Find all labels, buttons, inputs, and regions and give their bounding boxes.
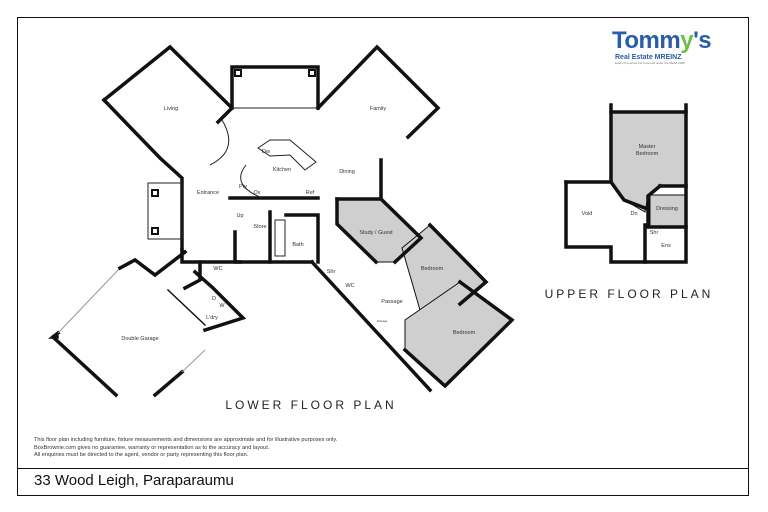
upper-floor-title: UPPER FLOOR PLAN — [545, 287, 714, 301]
room-label-fridge: Ref — [306, 190, 315, 196]
room-label-study-guest: Study / Guest — [359, 230, 393, 236]
agency-logo: Tommy's Real Estate MREINZ Equin Propert… — [612, 28, 742, 74]
room-label-kitchen: Kitchen — [273, 167, 291, 173]
room-label-master-bedroom: Bedroom — [636, 151, 659, 157]
page-frame — [17, 17, 749, 496]
room-label-dining: Dining — [339, 169, 355, 175]
upper-room-labels: Master Bedroom Void Dn Dressing Shr Ens — [582, 144, 678, 249]
lower-room-labels: Living Family Kitchen Dining Dw Entrance… — [121, 106, 475, 342]
property-address: 33 Wood Leigh, Paraparaumu — [34, 472, 234, 489]
room-label-oven: Ov — [253, 190, 260, 196]
logo-tagline: Real Estate MREINZ — [615, 54, 682, 61]
room-label-stairs-up: Up — [236, 213, 243, 219]
room-label-master: Master — [639, 144, 656, 150]
room-label-upper-shower: Shr — [650, 230, 659, 236]
room-label-laundry: L'dry — [206, 315, 218, 321]
footer-divider — [17, 468, 749, 469]
room-label-wc-2: WC — [345, 283, 354, 289]
lower-floor-title: LOWER FLOOR PLAN — [225, 398, 396, 412]
room-label-dryer: D — [212, 296, 216, 302]
room-label-void: Void — [582, 211, 593, 217]
disclaimer-line: This floor plan including furniture, fix… — [34, 437, 338, 443]
room-label-bedroom-2: Bedroom — [453, 330, 476, 336]
room-label-bath: Bath — [292, 242, 303, 248]
room-label-family: Family — [370, 106, 386, 112]
garage-walls — [48, 249, 247, 398]
upper-floor-walls — [564, 103, 688, 264]
logo-wordmark: Tommy's — [612, 28, 742, 54]
room-label-bedroom-1: Bedroom — [421, 266, 444, 272]
logo-suffix: 's — [693, 27, 712, 54]
logo-accent: y — [680, 27, 694, 54]
room-label-double-garage: Double Garage — [121, 336, 158, 342]
room-label-pantry: Pty — [239, 184, 247, 190]
room-label-living: Living — [164, 106, 178, 112]
room-label-dressing: Dressing — [656, 206, 678, 212]
disclaimer: This floor plan including furniture, fix… — [34, 437, 337, 460]
room-label-ensuite: Ens — [661, 243, 671, 249]
room-label-stairs-down: Dn — [630, 211, 637, 217]
logo-licence: Equin Properties Ltd Licensed under the … — [615, 61, 685, 65]
room-label-store: Store — [253, 224, 266, 230]
room-label-storage: Storage — [377, 319, 388, 323]
disclaimer-line: All enquiries must be directed to the ag… — [34, 452, 249, 458]
disclaimer-line: BoxBrownie.com gives no guarantee, warra… — [34, 444, 270, 451]
room-label-dishwasher: Dw — [262, 149, 270, 155]
room-label-entrance: Entrance — [197, 190, 219, 196]
logo-text: Tomm — [612, 27, 681, 54]
room-label-passage: Passage — [381, 299, 402, 305]
room-label-washer: W — [219, 303, 225, 309]
room-label-shower: Shr — [327, 269, 336, 275]
room-label-wc-1: WC — [213, 266, 222, 272]
